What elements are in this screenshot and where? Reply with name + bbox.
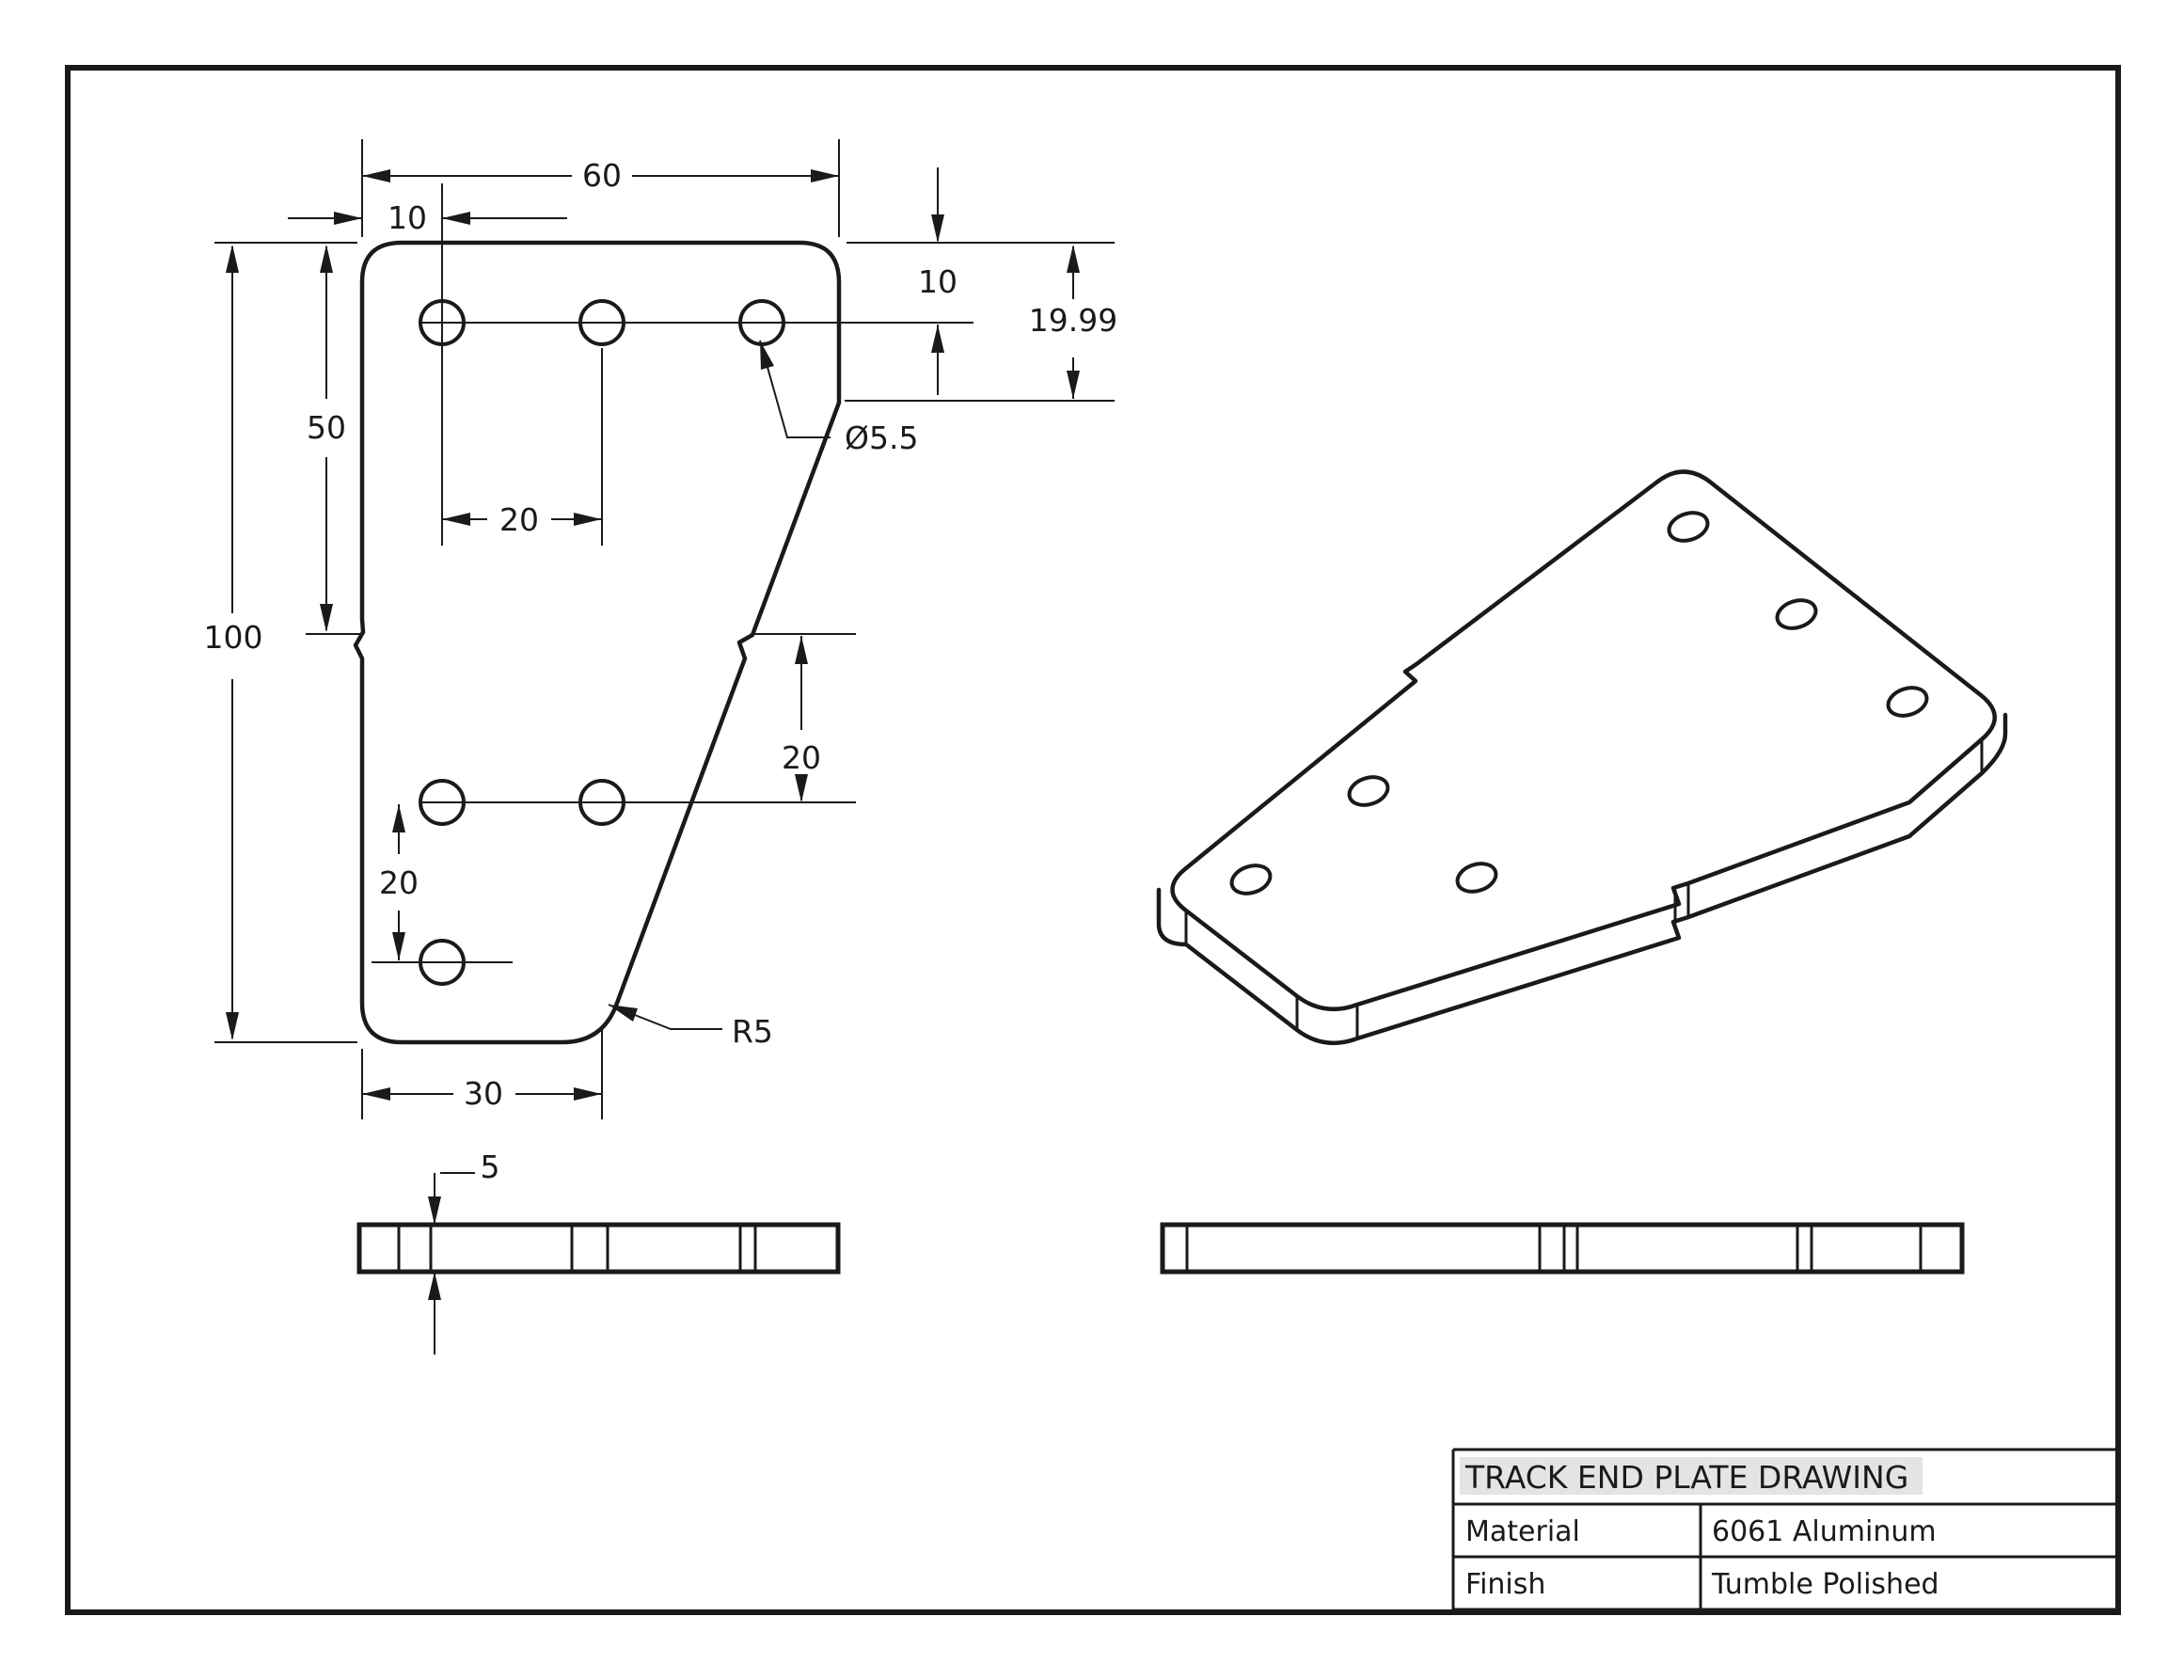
dim-corner-radius: R5 (732, 1013, 773, 1050)
material-label: Material (1465, 1515, 1580, 1548)
dim-hole-inset: 10 (388, 199, 427, 236)
iso-top-face (1170, 469, 1997, 1012)
thickness-arrow-down (428, 1197, 441, 1225)
isometric-view (1156, 469, 2008, 1046)
front-view: 60 10 50 100 20 20 20 30 10 19.99 R5 Ø5.… (204, 139, 1117, 1119)
iso-corner-edges (1184, 739, 1984, 1038)
dim-top-offset: 10 (918, 263, 957, 300)
material-value: 6061 Aluminum (1712, 1515, 1937, 1548)
sheet-border (65, 65, 2121, 1615)
section-strip-left (356, 1222, 841, 1275)
section-strip-left-lines (397, 1225, 757, 1272)
dim-total-height: 100 (204, 619, 263, 656)
dim-slant-start: 19.99 (1029, 302, 1117, 339)
bottom-view-right (1160, 1222, 1965, 1275)
dim-upper-height: 50 (307, 409, 346, 446)
title-block-lines (1451, 1448, 2115, 1611)
drawing-title: TRACK END PLATE DRAWING (1464, 1459, 1908, 1496)
plate-outline (353, 240, 842, 1045)
finish-value: Tumble Polished (1711, 1568, 1939, 1601)
dim-width-bottom: 30 (464, 1075, 503, 1112)
dim-lower-pitch: 20 (379, 864, 419, 901)
extension-lines (214, 139, 1115, 1119)
section-strip-right (1160, 1222, 1965, 1275)
title-highlight (1460, 1457, 1923, 1495)
thickness-arrow-up (428, 1272, 441, 1300)
iso-thickness-silhouette (1156, 712, 2008, 1046)
iso-holes (1229, 511, 1929, 895)
dim-hole-diameter: Ø5.5 (845, 420, 918, 456)
bottom-view-left: 5 (356, 1149, 841, 1355)
title-block: TRACK END PLATE DRAWING Material 6061 Al… (1451, 1448, 2115, 1611)
dim-hole-pitch: 20 (499, 501, 539, 538)
dim-thickness: 5 (481, 1149, 500, 1185)
dim-width-top: 60 (582, 157, 622, 194)
section-strip-right-lines (1185, 1225, 1923, 1272)
dim-right-offset: 20 (782, 739, 821, 776)
finish-label: Finish (1465, 1568, 1545, 1601)
arrowheads (226, 169, 1080, 1101)
